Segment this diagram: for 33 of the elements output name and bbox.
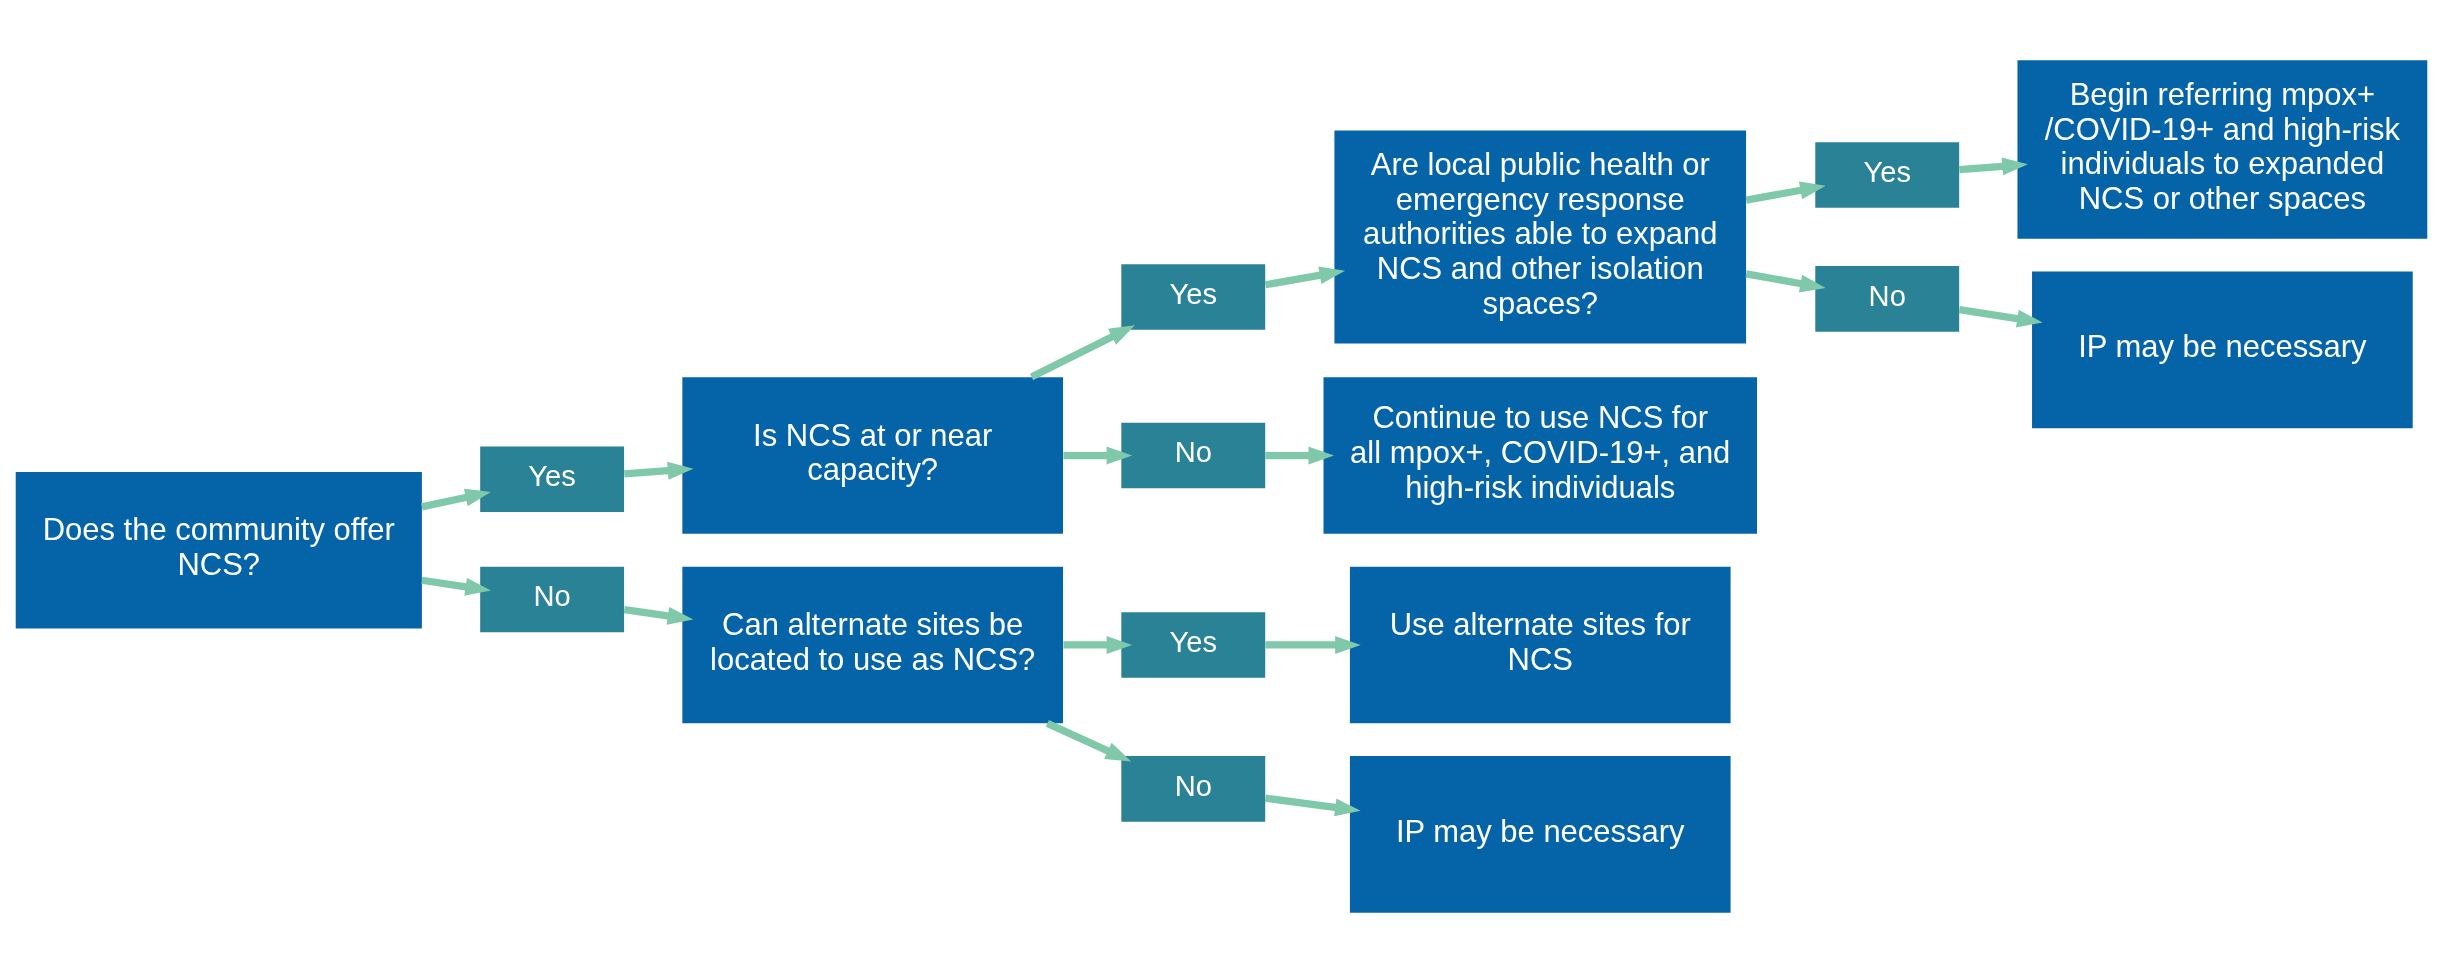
node-box: No: [1815, 266, 1960, 332]
node-box: No: [480, 566, 625, 633]
arrow: [1958, 306, 2043, 328]
arrow: [1264, 266, 1346, 289]
arrow: [1063, 636, 1133, 654]
arrow: [1265, 446, 1335, 465]
node-box: Use alternate sites for NCS: [1349, 566, 1731, 724]
node-box: Can alternate sites be located to use as NCS?: [682, 566, 1064, 724]
node-box: Continue to use NCS for all mpox+, COVID-19+, and high-risk individuals: [1323, 377, 1757, 534]
node-box: Yes: [1121, 612, 1266, 678]
arrow: [1045, 720, 1132, 762]
node-box: Yes: [480, 446, 625, 512]
node-box: Are local public health or emergency response authorities able to expand NCS and other isolation spaces?: [1334, 130, 1747, 344]
node-box: Yes: [1121, 264, 1266, 330]
arrow: [421, 576, 491, 596]
arrow: [1745, 270, 1826, 293]
node-box: IP may be necessary: [1349, 756, 1731, 913]
node-box: IP may be necessary: [2032, 271, 2413, 429]
arrow: [623, 605, 694, 625]
arrow: [1745, 181, 1826, 204]
node-box: Yes: [1815, 142, 1960, 208]
arrow: [1264, 794, 1361, 817]
arrow: [421, 488, 491, 511]
arrow: [1029, 325, 1135, 381]
node-box: Is NCS at or near capacity?: [682, 377, 1064, 534]
node-box: Does the community offer NCS?: [15, 471, 422, 629]
arrow: [1959, 157, 2028, 176]
arrow: [1265, 636, 1361, 654]
node-box: Begin referring mpox+ /COVID-19+ and high-risk individuals to expanded NCS or other spaces: [2017, 60, 2428, 239]
arrow: [624, 461, 694, 480]
arrow: [1063, 446, 1133, 465]
node-box: No: [1121, 756, 1266, 822]
node-box: No: [1121, 422, 1266, 489]
